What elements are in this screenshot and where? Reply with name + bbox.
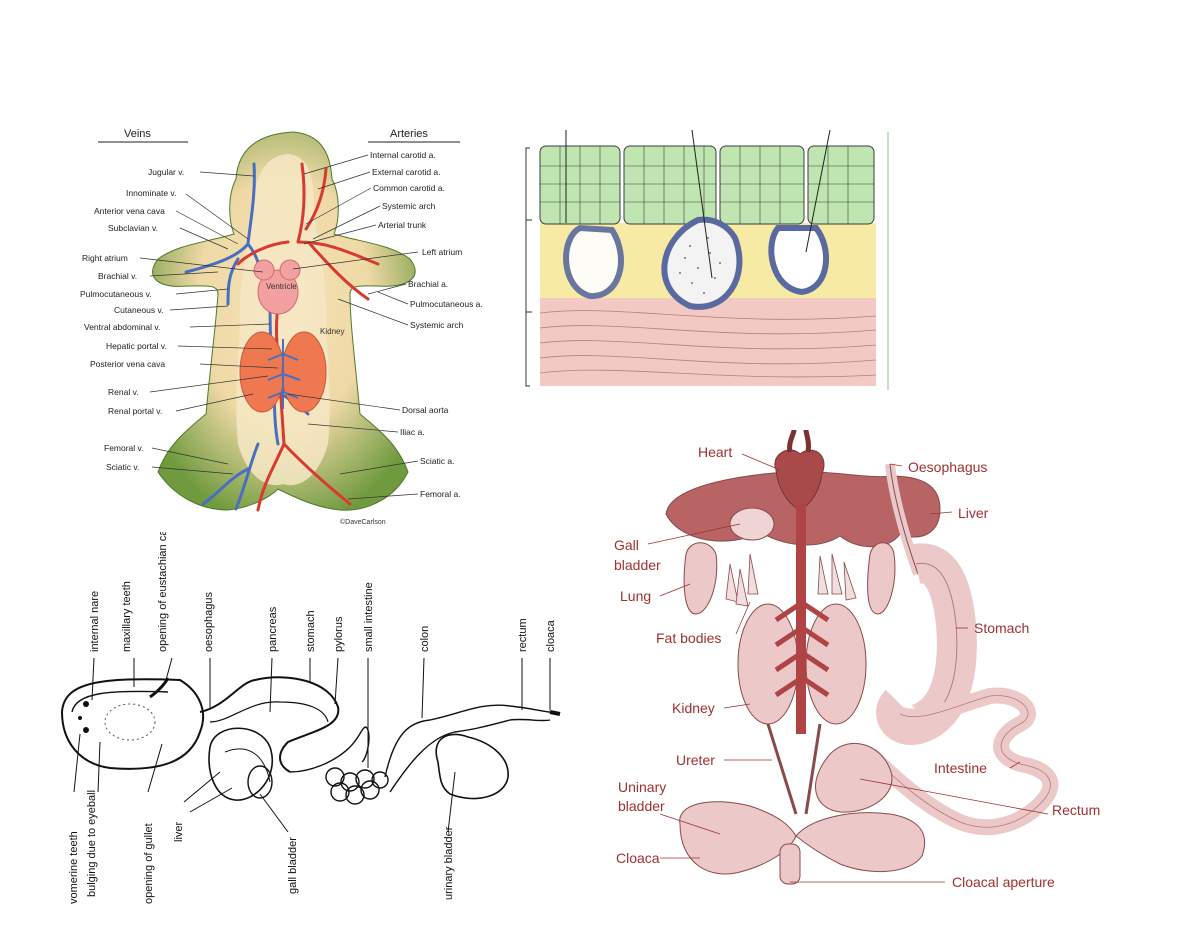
- organ-label: Rectum: [1052, 802, 1100, 818]
- vein-label: Ventral abdominal v.: [84, 322, 160, 332]
- stomach-organ: [876, 543, 977, 745]
- kidney-left: [239, 331, 285, 413]
- vein-label: Hepatic portal v.: [106, 341, 167, 351]
- vein-label: Femoral v.: [104, 443, 144, 453]
- frog-head-outline: [60, 678, 205, 770]
- artery-label: Sciatic a.: [420, 456, 455, 466]
- artery-label: Systemic arch: [382, 201, 436, 211]
- artery-label: Iliac a.: [400, 427, 425, 437]
- skin-section-panel: [520, 128, 892, 394]
- poison-gland: [661, 216, 743, 310]
- digestive-bw-panel: vomerine teeth bulging due to eyeball op…: [50, 515, 580, 912]
- artery-label: Systemic arch: [410, 320, 464, 330]
- organ-label: Intestine: [934, 760, 987, 776]
- digestive-label: colon: [419, 626, 431, 652]
- organ-label: Fat bodies: [656, 630, 721, 646]
- organ-label: Cloaca: [616, 850, 660, 866]
- urinary-bladder-shape: [435, 733, 509, 800]
- artery-label: Femoral a.: [420, 489, 461, 499]
- lung-right-organ: [867, 542, 896, 615]
- digestive-label: bulging due to eyeball: [86, 790, 98, 897]
- digestive-bw-diagram: vomerine teeth bulging due to eyeball op…: [60, 515, 561, 904]
- cloaca-organ: [779, 843, 801, 885]
- artery-label: Dorsal aorta: [402, 405, 449, 415]
- rectum-organ: [815, 742, 893, 813]
- vein-label: Right atrium: [82, 253, 128, 263]
- digestive-label: opening of eustachian canal: [157, 532, 169, 652]
- vein-label: Anterior vena cava: [94, 206, 165, 216]
- digestive-label: pancreas: [267, 606, 279, 652]
- organ-label: bladder: [614, 557, 661, 573]
- digestive-label: maxillary teeth: [121, 581, 133, 652]
- artery-label: Arterial trunk: [378, 220, 427, 230]
- digestive-label: pylorus: [333, 616, 345, 652]
- urinary-bladder-organ: [679, 801, 797, 875]
- digestive-label: small intestine: [363, 582, 375, 652]
- vein-label: Subclavian v.: [108, 223, 158, 233]
- arteries-header: Arteries: [390, 128, 428, 140]
- mucous-gland-right: [768, 225, 830, 296]
- lung-left-organ: [683, 542, 718, 615]
- kidney-label: Kidney: [320, 327, 344, 336]
- organ-label: Ureter: [676, 752, 715, 768]
- mucous-gland-left: [563, 224, 624, 300]
- vein-label: Renal v.: [108, 387, 139, 397]
- vein-label: Brachial v.: [98, 271, 137, 281]
- artery-label: Internal carotid a.: [370, 150, 436, 160]
- organ-label: Uninary: [618, 779, 666, 795]
- organ-label: Kidney: [672, 700, 715, 716]
- artery-label: Left atrium: [422, 247, 462, 257]
- digestive-label: opening of gullet: [143, 823, 155, 904]
- digestive-label: vomerine teeth: [68, 831, 80, 904]
- organ-label: Gall: [614, 537, 639, 553]
- gall-bladder-organ: [729, 507, 775, 541]
- digestive-label: rectum: [517, 618, 529, 652]
- digestive-label: urinary bladder: [443, 826, 455, 900]
- artery-label: External carotid a.: [372, 167, 441, 177]
- vein-label: Posterior vena cava: [90, 359, 165, 369]
- circulation-diagram: Veins Arteries Ventricle Kidney ©DaveCar…: [80, 128, 483, 526]
- vein-label: Innominate v.: [126, 188, 176, 198]
- veins-header: Veins: [124, 128, 151, 140]
- vein-label: Sciatic v.: [106, 462, 139, 472]
- organ-label: Stomach: [974, 620, 1029, 636]
- artery-label: Common carotid a.: [373, 183, 445, 193]
- organ-label: Cloacal aperture: [952, 874, 1055, 890]
- credit: ©DaveCarlson: [340, 518, 386, 526]
- organ-label: bladder: [618, 798, 665, 814]
- organ-label: Heart: [698, 444, 732, 460]
- artery-label: Brachial a.: [408, 279, 448, 289]
- vein-label: Pulmocutaneous v.: [80, 289, 152, 299]
- liver-shape: [208, 727, 273, 801]
- organ-label: Oesophagus: [908, 459, 987, 475]
- digestive-label: internal nare: [89, 591, 101, 652]
- digestive-label: liver: [173, 821, 185, 842]
- organ-label: Lung: [620, 588, 651, 604]
- digestive-label: stomach: [305, 610, 317, 652]
- vein-label: Cutaneous v.: [114, 305, 163, 315]
- vein-label: Renal portal v.: [108, 406, 162, 416]
- artery-label: Pulmocutaneous a.: [410, 299, 483, 309]
- circulation-panel: Veins Arteries Ventricle Kidney ©DaveCar…: [78, 124, 498, 530]
- organs-panel: Heart Oesophagus Liver Gall bladder Lung…: [600, 424, 1120, 904]
- organ-label: Liver: [958, 505, 989, 521]
- ventricle-label: Ventricle: [266, 282, 297, 291]
- epidermis: [539, 145, 875, 225]
- organs-diagram: Heart Oesophagus Liver Gall bladder Lung…: [614, 429, 1100, 890]
- skin-section-diagram: [525, 129, 889, 390]
- digestive-label: oesophagus: [203, 592, 215, 652]
- kidney-right: [281, 331, 327, 413]
- vein-label: Jugular v.: [148, 167, 184, 177]
- digestive-label: cloaca: [545, 619, 557, 652]
- heart-ventricle: [257, 269, 299, 315]
- digestive-label: gall bladder: [287, 837, 299, 894]
